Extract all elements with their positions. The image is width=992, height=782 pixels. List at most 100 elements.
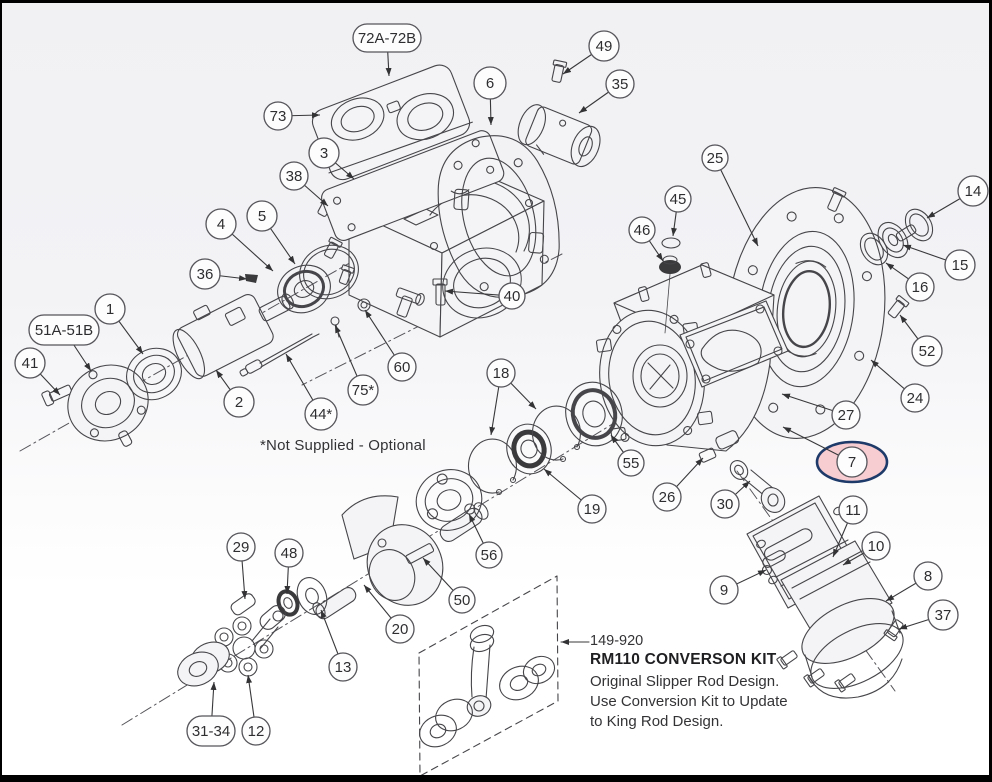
balloon-label: 40	[504, 288, 521, 305]
balloon[interactable]	[205, 208, 237, 240]
callout-55[interactable]: 55	[610, 434, 645, 477]
callout-36[interactable]: 36	[189, 258, 248, 290]
balloon[interactable]	[274, 538, 304, 568]
balloon[interactable]	[226, 532, 256, 562]
balloon[interactable]	[498, 282, 526, 310]
callout-52[interactable]: 52	[899, 314, 943, 367]
balloon-label: 9	[720, 582, 728, 599]
balloon[interactable]	[836, 446, 868, 478]
bearing-55-part	[565, 381, 623, 447]
callout-5[interactable]: 5	[246, 200, 296, 265]
callout-38[interactable]: 38	[279, 161, 329, 207]
balloon[interactable]	[486, 358, 516, 388]
callout-7[interactable]: 7	[782, 426, 889, 484]
callout-29[interactable]: 29	[226, 532, 256, 600]
spider-12-part	[214, 605, 286, 677]
callout-6[interactable]: 6	[473, 66, 507, 126]
conversion-kit-note: 149-920 RM110 CONVERSON KIT Original Sli…	[590, 633, 788, 732]
balloon-label: 48	[281, 545, 298, 562]
balloon[interactable]	[14, 347, 46, 379]
balloon[interactable]	[905, 272, 935, 302]
balloon[interactable]	[701, 144, 729, 172]
callout-25[interactable]: 25	[701, 144, 759, 247]
balloon[interactable]	[387, 352, 417, 382]
balloon[interactable]	[617, 449, 645, 477]
balloon[interactable]	[189, 258, 221, 290]
callout-12[interactable]: 12	[241, 674, 271, 746]
callout-49[interactable]: 49	[562, 30, 620, 75]
balloon[interactable]	[605, 69, 635, 99]
balloon[interactable]	[241, 716, 271, 746]
callout-16[interactable]: 16	[885, 262, 935, 302]
balloon[interactable]	[347, 374, 379, 406]
balloon[interactable]	[186, 715, 236, 747]
callout-27[interactable]: 27	[781, 393, 861, 430]
balloon[interactable]	[352, 23, 422, 53]
balloon[interactable]	[577, 494, 607, 524]
callout-50[interactable]: 50	[422, 557, 476, 614]
callout-10[interactable]: 10	[842, 531, 891, 566]
callout-30[interactable]: 30	[710, 480, 751, 519]
callout-8[interactable]: 8	[885, 561, 943, 602]
balloon[interactable]	[944, 249, 976, 281]
callout-56[interactable]: 56	[468, 513, 503, 569]
balloon[interactable]	[328, 652, 358, 682]
callout-11[interactable]: 11	[832, 495, 868, 558]
callout-48[interactable]: 48	[274, 538, 304, 595]
balloon[interactable]	[709, 575, 739, 605]
callout-18[interactable]: 18	[486, 358, 537, 436]
balloon[interactable]	[838, 495, 868, 525]
balloon[interactable]	[831, 400, 861, 430]
balloon[interactable]	[927, 599, 959, 631]
callout-4[interactable]: 4	[205, 208, 274, 272]
balloon[interactable]	[279, 161, 309, 191]
balloon[interactable]	[304, 397, 338, 431]
plunger-part	[172, 293, 294, 380]
callout-3[interactable]: 3	[308, 137, 355, 180]
balloon[interactable]	[861, 531, 891, 561]
callout-45[interactable]: 45	[664, 185, 692, 237]
balloon[interactable]	[94, 293, 126, 325]
balloon[interactable]	[223, 386, 255, 418]
balloon[interactable]	[473, 66, 507, 100]
callout-73[interactable]: 73	[263, 101, 321, 131]
callout-13[interactable]: 13	[320, 609, 358, 682]
balloon[interactable]	[263, 101, 293, 131]
callout-51A-51B[interactable]: 51A-51B	[28, 314, 100, 372]
callout-35[interactable]: 35	[578, 69, 635, 114]
callout-46[interactable]: 46	[628, 216, 664, 262]
callout-75*[interactable]: 75*	[334, 324, 379, 406]
callout-31-34[interactable]: 31-34	[186, 681, 236, 747]
callout-41[interactable]: 41	[14, 347, 61, 396]
balloon[interactable]	[628, 216, 656, 244]
balloon[interactable]	[957, 175, 989, 207]
balloon[interactable]	[28, 314, 100, 346]
callout-20[interactable]: 20	[363, 584, 415, 644]
callout-19[interactable]: 19	[543, 468, 607, 524]
balloon[interactable]	[308, 137, 340, 169]
balloon[interactable]	[913, 561, 943, 591]
callout-1[interactable]: 1	[94, 293, 144, 355]
balloon[interactable]	[246, 200, 278, 232]
callout-2[interactable]: 2	[215, 369, 255, 418]
callout-24[interactable]: 24	[870, 359, 930, 413]
callout-40[interactable]: 40	[444, 282, 526, 310]
callout-9[interactable]: 9	[709, 569, 767, 605]
balloon[interactable]	[664, 185, 692, 213]
callout-14[interactable]: 14	[926, 175, 989, 219]
callout-26[interactable]: 26	[652, 457, 704, 512]
callout-37[interactable]: 37	[898, 599, 959, 631]
balloon[interactable]	[475, 541, 503, 569]
balloon[interactable]	[911, 335, 943, 367]
callout-60[interactable]: 60	[364, 309, 417, 382]
callout-44*[interactable]: 44*	[285, 353, 338, 431]
callout-72A-72B[interactable]: 72A-72B	[352, 23, 422, 77]
callout-15[interactable]: 15	[902, 244, 976, 281]
balloon[interactable]	[448, 586, 476, 614]
balloon[interactable]	[588, 30, 620, 62]
balloon[interactable]	[385, 614, 415, 644]
balloon[interactable]	[900, 383, 930, 413]
balloon[interactable]	[710, 489, 740, 519]
pump-body-part	[595, 237, 789, 463]
balloon[interactable]	[652, 482, 682, 512]
